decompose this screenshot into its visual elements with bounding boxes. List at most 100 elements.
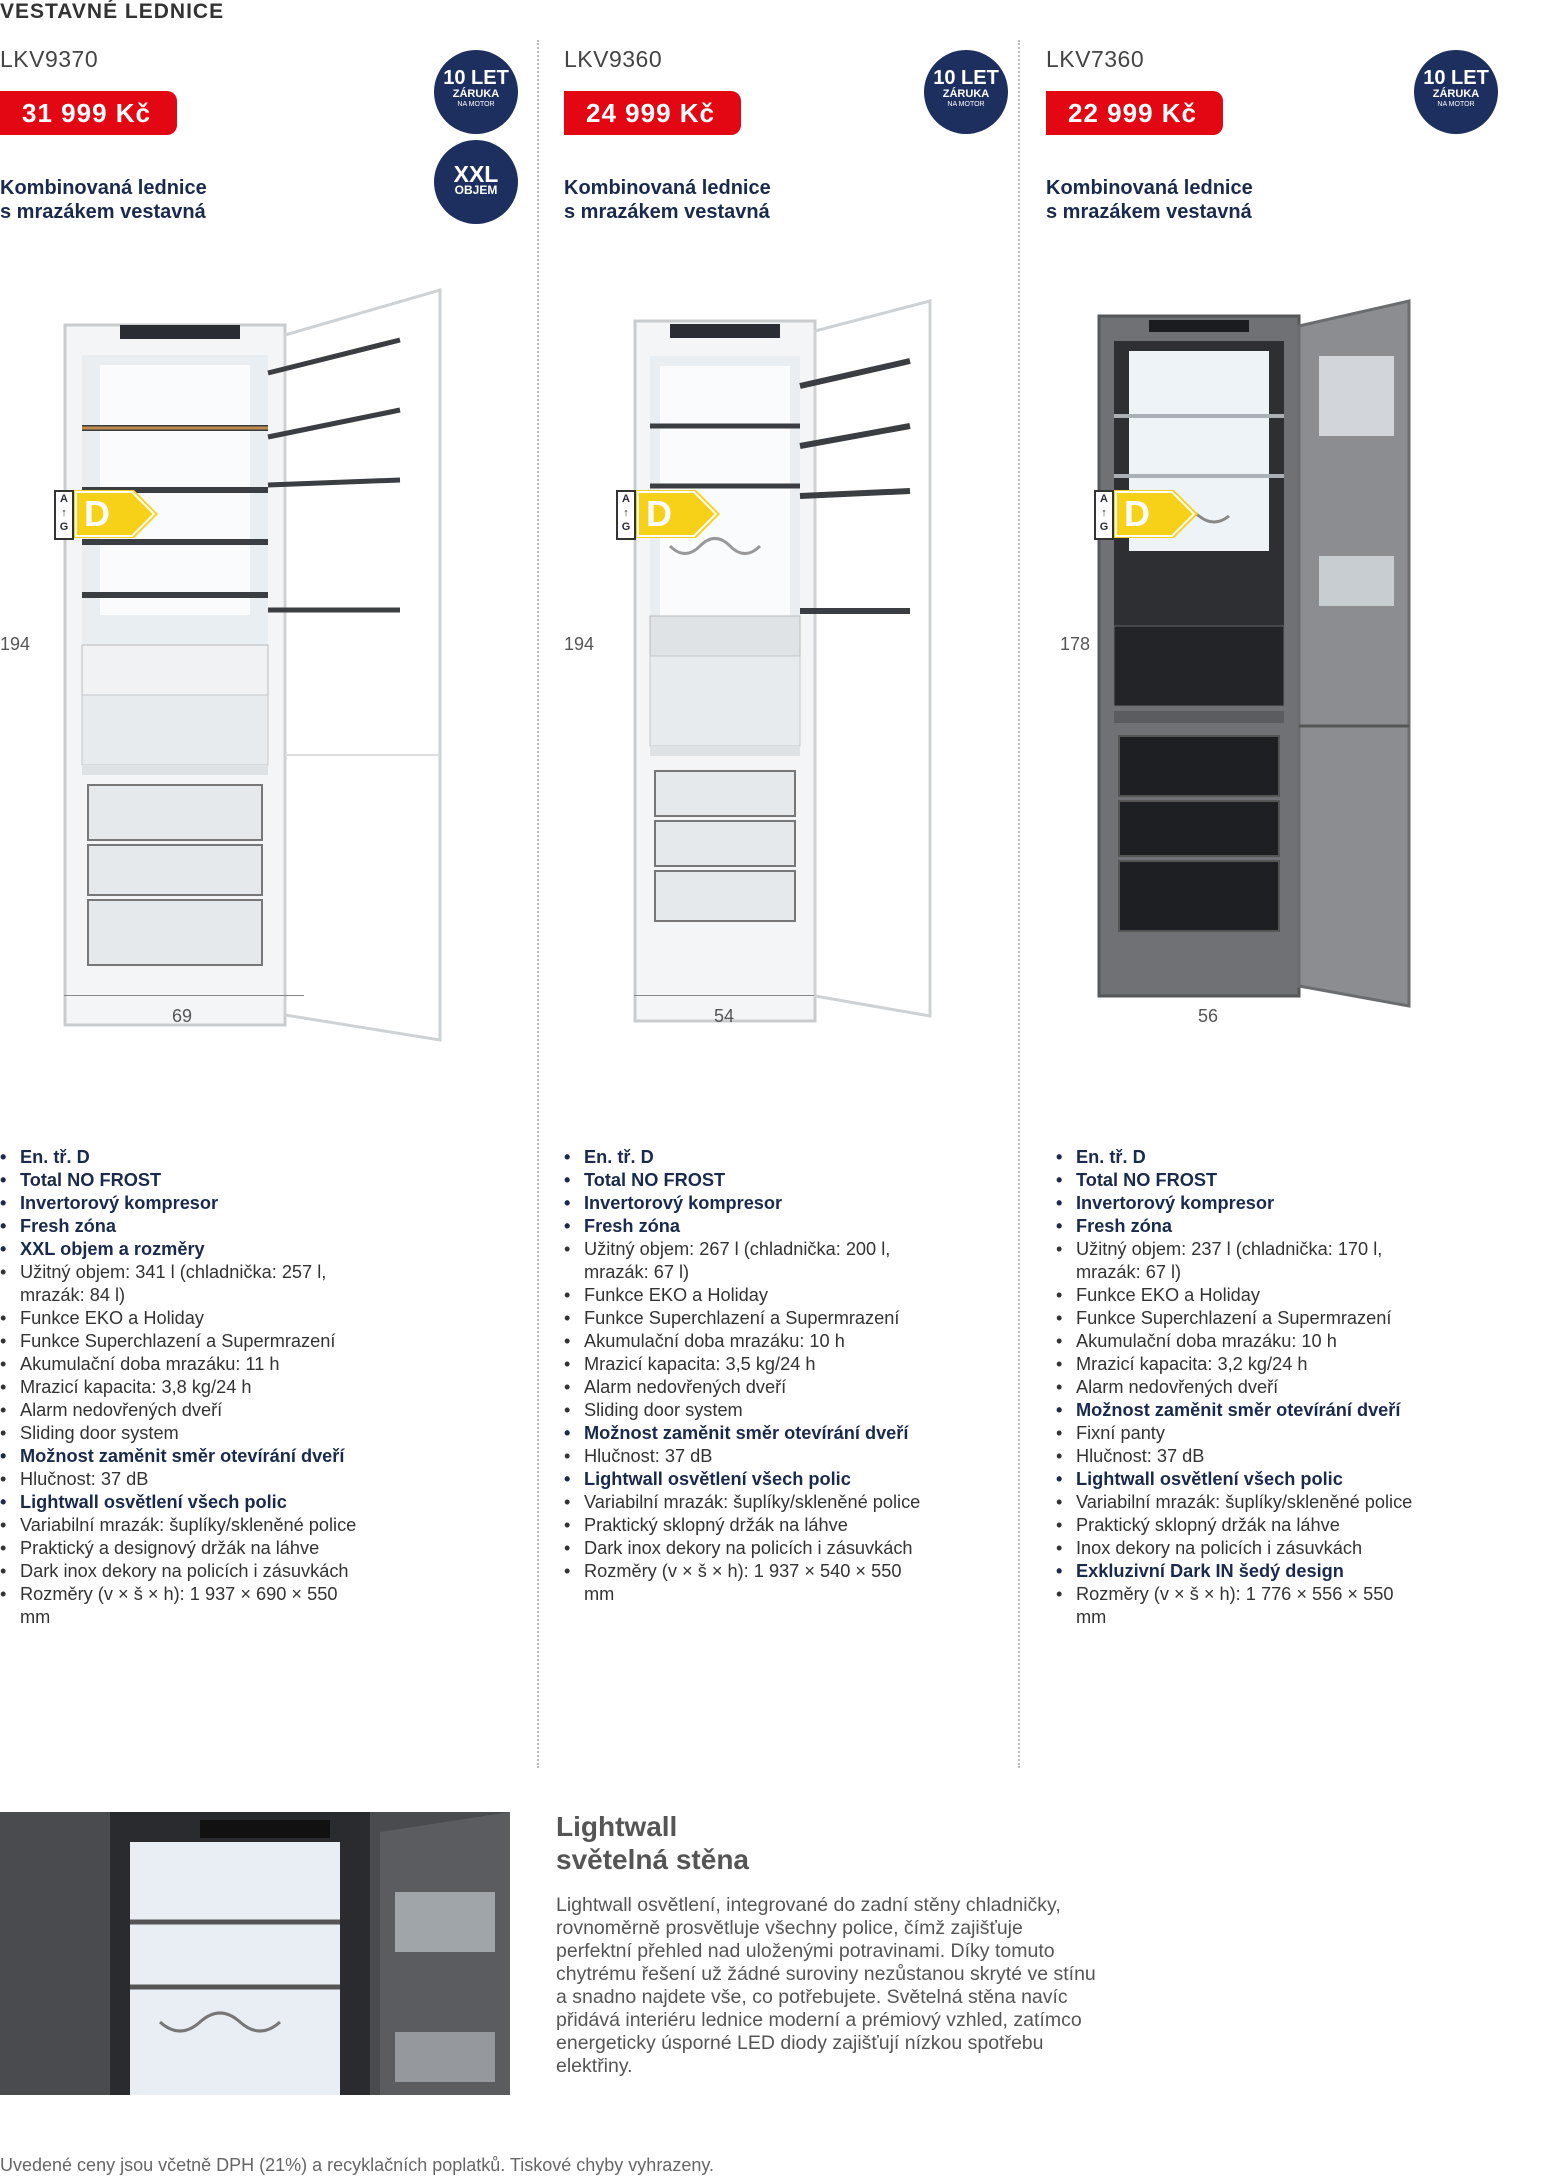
feature-item: Praktický a designový držák na láhve	[0, 1537, 360, 1560]
product-card: LKV7360 22 999 Kč Kombinovaná lednice s …	[1046, 0, 1550, 1780]
feature-item: Užitný objem: 341 l (chladnička: 257 l, …	[0, 1261, 360, 1307]
warranty-badge: 10 LET ZÁRUKA NA MOTOR	[434, 50, 518, 134]
feature-item: Fixní panty	[1056, 1422, 1416, 1445]
column-divider	[537, 40, 539, 1768]
feature-item: Možnost zaměnit směr otevírání dveří	[564, 1422, 924, 1445]
feature-item: Mrazicí kapacita: 3,5 kg/24 h	[564, 1353, 924, 1376]
feature-item: Akumulační doba mrazáku: 10 h	[1056, 1330, 1416, 1353]
feature-item: Mrazicí kapacita: 3,8 kg/24 h	[0, 1376, 360, 1399]
feature-item: Exkluzivní Dark IN šedý design	[1056, 1560, 1416, 1583]
product-model: LKV9360	[564, 46, 663, 72]
price-footnote: Uvedené ceny jsou včetně DPH (21%) a rec…	[0, 2155, 715, 2175]
fridge-image	[633, 299, 932, 1023]
width-line	[64, 995, 304, 996]
feature-item: Akumulační doba mrazáku: 11 h	[0, 1353, 360, 1376]
feature-item: Invertorový kompresor	[564, 1192, 924, 1215]
feature-item: Praktický sklopný držák na láhve	[564, 1514, 924, 1537]
feature-item: Lightwall osvětlení všech polic	[1056, 1468, 1416, 1491]
feature-item: Funkce Superchlazení a Supermrazení	[564, 1307, 924, 1330]
energy-class-letter: D	[84, 493, 110, 534]
feature-item: Funkce EKO a Holiday	[564, 1284, 924, 1307]
price-tag: 31 999 Kč	[0, 91, 177, 135]
feature-item: Fresh zóna	[0, 1215, 360, 1238]
feature-item: Variabilní mrazák: šuplíky/skleněné poli…	[1056, 1491, 1416, 1514]
feature-item: Akumulační doba mrazáku: 10 h	[564, 1330, 924, 1353]
feature-item: Sliding door system	[0, 1422, 360, 1445]
energy-class-arrow	[74, 490, 158, 538]
feature-item: Funkce Superchlazení a Supermrazení	[0, 1330, 360, 1353]
column-divider	[1018, 40, 1020, 1768]
energy-class-letter: D	[646, 493, 672, 534]
width-dimension: 56	[1198, 1006, 1219, 1026]
feature-list: En. tř. DTotal NO FROSTInvertorový kompr…	[564, 1146, 924, 1606]
width-dimension: 69	[172, 1006, 193, 1026]
feature-item: Funkce EKO a Holiday	[1056, 1284, 1416, 1307]
feature-item: Mrazicí kapacita: 3,2 kg/24 h	[1056, 1353, 1416, 1376]
feature-item: En. tř. D	[1056, 1146, 1416, 1169]
feature-item: Fresh zóna	[1056, 1215, 1416, 1238]
feature-item: Total NO FROST	[0, 1169, 360, 1192]
feature-item: Invertorový kompresor	[1056, 1192, 1416, 1215]
feature-item: Rozměry (v × š × h): 1 937 × 690 × 550 m…	[0, 1583, 360, 1629]
product-card: LKV9360 24 999 Kč Kombinovaná lednice s …	[564, 0, 1084, 1780]
feature-item: Praktický sklopný držák na láhve	[1056, 1514, 1416, 1537]
energy-class-arrow	[636, 490, 720, 538]
product-card: LKV9370 31 999 Kč Kombinovaná lednice s …	[0, 0, 520, 1780]
feature-item: Fresh zóna	[564, 1215, 924, 1238]
width-dimension: 54	[714, 1006, 735, 1026]
feature-item: Lightwall osvětlení všech polic	[564, 1468, 924, 1491]
feature-item: Total NO FROST	[564, 1169, 924, 1192]
feature-item: XXL objem a rozměry	[0, 1238, 360, 1261]
feature-item: Rozměry (v × š × h): 1 776 × 556 × 550 m…	[1056, 1583, 1416, 1629]
energy-scale: A ↑ G	[616, 490, 636, 540]
height-dimension: 194	[564, 634, 595, 654]
price-tag: 24 999 Kč	[564, 91, 741, 135]
feature-item: Dark inox dekory na policích i zásuvkách	[0, 1560, 360, 1583]
feature-item: Lightwall osvětlení všech polic	[0, 1491, 360, 1514]
feature-item: Hlučnost: 37 dB	[1056, 1445, 1416, 1468]
xxl-volume-badge: XXL OBJEM	[434, 140, 518, 224]
warranty-badge: 10 LET ZÁRUKA NA MOTOR	[1414, 50, 1498, 134]
fridge-image	[1097, 299, 1411, 1008]
feature-item: Užitný objem: 237 l (chladnička: 170 l, …	[1056, 1238, 1416, 1284]
feature-item: En. tř. D	[0, 1146, 360, 1169]
feature-item: Invertorový kompresor	[0, 1192, 360, 1215]
feature-item: Rozměry (v × š × h): 1 937 × 540 × 550 m…	[564, 1560, 924, 1606]
feature-list: En. tř. DTotal NO FROSTInvertorový kompr…	[1056, 1146, 1416, 1629]
feature-item: Možnost zaměnit směr otevírání dveří	[1056, 1399, 1416, 1422]
feature-list: En. tř. DTotal NO FROSTInvertorový kompr…	[0, 1146, 360, 1629]
feature-item: Alarm nedovřených dveří	[564, 1376, 924, 1399]
feature-item: En. tř. D	[564, 1146, 924, 1169]
feature-item: Total NO FROST	[1056, 1169, 1416, 1192]
energy-scale: A ↑ G	[1094, 490, 1114, 540]
warranty-badge: 10 LET ZÁRUKA NA MOTOR	[924, 50, 1008, 134]
price-tag: 22 999 Kč	[1046, 91, 1223, 135]
feature-item: Variabilní mrazák: šuplíky/skleněné poli…	[564, 1491, 924, 1514]
height-dimension: 194	[0, 634, 31, 654]
feature-item: Alarm nedovřených dveří	[1056, 1376, 1416, 1399]
feature-item: Hlučnost: 37 dB	[564, 1445, 924, 1468]
feature-item: Sliding door system	[564, 1399, 924, 1422]
fridge-image	[63, 288, 442, 1042]
energy-class-letter: D	[1124, 493, 1150, 534]
feature-item: Možnost zaměnit směr otevírání dveří	[0, 1445, 360, 1468]
feature-item: Hlučnost: 37 dB	[0, 1468, 360, 1491]
feature-item: Variabilní mrazák: šuplíky/skleněné poli…	[0, 1514, 360, 1537]
feature-item: Inox dekory na policích i zásuvkách	[1056, 1537, 1416, 1560]
feature-item: Funkce Superchlazení a Supermrazení	[1056, 1307, 1416, 1330]
feature-item: Alarm nedovřených dveří	[0, 1399, 360, 1422]
product-type: Kombinovaná lednice s mrazákem vestavná	[1046, 177, 1253, 223]
product-type: Kombinovaná lednice s mrazákem vestavná	[564, 177, 771, 223]
width-line	[634, 995, 814, 996]
feature-item: Užitný objem: 267 l (chladnička: 200 l, …	[564, 1238, 924, 1284]
section-title: VESTAVNÉ LEDNICE	[0, 0, 225, 23]
lightwall-description: Lightwall osvětlení, integrované do zadn…	[556, 1894, 1096, 2077]
feature-item: Funkce EKO a Holiday	[0, 1307, 360, 1330]
lightwall-title: Lightwall světelná stěna	[556, 1811, 749, 1875]
energy-scale: A ↑ G	[54, 490, 74, 540]
product-model: LKV7360	[1046, 46, 1145, 72]
product-model: LKV9370	[0, 46, 99, 72]
height-dimension: 178	[1060, 634, 1091, 654]
feature-item: Dark inox dekory na policích i zásuvkách	[564, 1537, 924, 1560]
lightwall-photo	[0, 1812, 510, 2095]
